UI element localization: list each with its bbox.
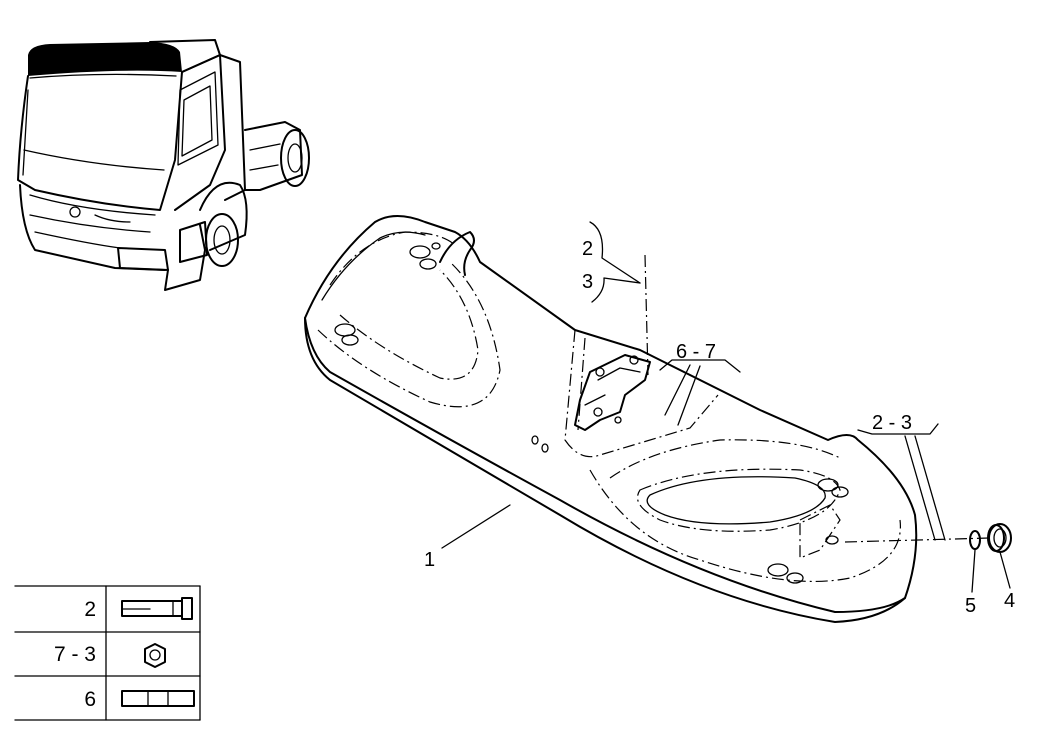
truck-cab-illustration — [17, 39, 310, 291]
legend-row: 2 — [84, 597, 193, 621]
flange-nut-part-4 — [987, 523, 1012, 553]
legend-label: 2 — [84, 598, 96, 621]
legend-row: 6 — [84, 688, 195, 711]
callout-4: 4 — [1004, 590, 1015, 612]
callout-5: 5 — [965, 595, 976, 617]
roof-deflector-panel — [304, 215, 918, 623]
washer-part-5 — [969, 530, 981, 550]
legend-label: 6 — [84, 688, 96, 711]
fastener-legend: 2 7 - 3 6 — [14, 585, 201, 721]
legend-row: 7 - 3 — [54, 643, 166, 668]
hex-nut-icon — [144, 643, 166, 668]
leader-lines — [441, 221, 1011, 593]
spacer-icon — [121, 690, 195, 707]
callout-1: 1 — [424, 549, 435, 571]
callout-3: 3 — [582, 271, 593, 293]
callout-6-7: 6 - 7 — [676, 341, 716, 363]
legend-label: 7 - 3 — [54, 643, 96, 666]
callout-2: 2 — [582, 238, 593, 260]
callout-2-3: 2 - 3 — [872, 412, 912, 434]
bolt-icon — [121, 597, 193, 620]
